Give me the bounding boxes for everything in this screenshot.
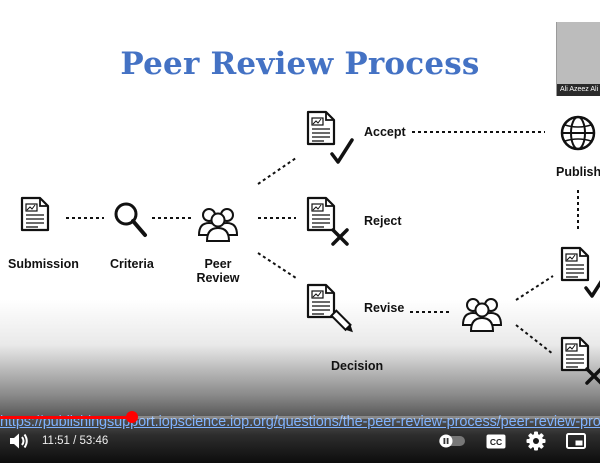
miniplayer-icon (566, 433, 586, 449)
scrubber-handle[interactable] (126, 411, 138, 423)
reject-document-2-icon (560, 336, 590, 372)
overlay-url-link[interactable]: https://publishingsupport.iopscience.iop… (0, 414, 600, 430)
time-separator: / (69, 435, 80, 447)
webcam-name: Ali Azeez Ali (557, 84, 600, 96)
accept-document-2-icon (560, 246, 590, 282)
submission-document-icon (20, 196, 50, 232)
revise-document-icon (306, 283, 336, 319)
settings-button[interactable] (524, 424, 548, 458)
peer-group-icon (198, 208, 238, 242)
pencil-icon (329, 309, 353, 333)
label-publish: Publish (556, 165, 600, 179)
connector-peer-revise (257, 252, 297, 279)
label-criteria: Criteria (110, 257, 154, 271)
duration: 53:46 (79, 435, 109, 447)
progress-played (0, 416, 132, 419)
peer-group-2-icon (462, 298, 502, 332)
label-peer-review-line2: Review (196, 271, 240, 285)
label-peer-review-line1: Peer (204, 257, 232, 271)
player-controls: 11:51 / 53:46 CC (0, 424, 600, 458)
x-mark-icon (331, 228, 349, 246)
settings-icon (526, 431, 546, 451)
autoplay-toggle-icon (439, 434, 465, 448)
connector-group-reject2 (515, 324, 554, 355)
time-display: 11:51 / 53:46 (42, 434, 108, 448)
x-mark-2-icon (585, 367, 600, 385)
current-time: 11:51 (42, 435, 70, 447)
volume-icon (10, 433, 28, 449)
label-decision: Decision (331, 359, 384, 373)
connector-peer-accept (257, 157, 297, 185)
label-reject: Reject (364, 214, 402, 228)
label-revise: Revise (364, 301, 405, 315)
captions-icon: CC (486, 434, 506, 448)
slide-title: Peer Review Process (120, 46, 480, 82)
label-submission: Submission (8, 257, 79, 271)
volume-button[interactable] (6, 424, 32, 458)
label-accept: Accept (364, 125, 406, 139)
reject-document-icon (306, 196, 336, 232)
autoplay-toggle[interactable] (436, 424, 468, 458)
miniplayer-button[interactable] (563, 424, 589, 458)
magnifier-icon (114, 202, 147, 237)
captions-button[interactable]: CC (484, 424, 508, 458)
accept-document-icon (306, 110, 336, 146)
globe-icon (560, 115, 596, 151)
webcam-thumbnail: Ali Azeez Ali (556, 22, 600, 96)
label-peer-review: Peer Review (195, 257, 241, 285)
connector-group-accept2 (515, 275, 554, 301)
progress-bar[interactable] (0, 416, 600, 419)
svg-text:CC: CC (490, 437, 502, 447)
